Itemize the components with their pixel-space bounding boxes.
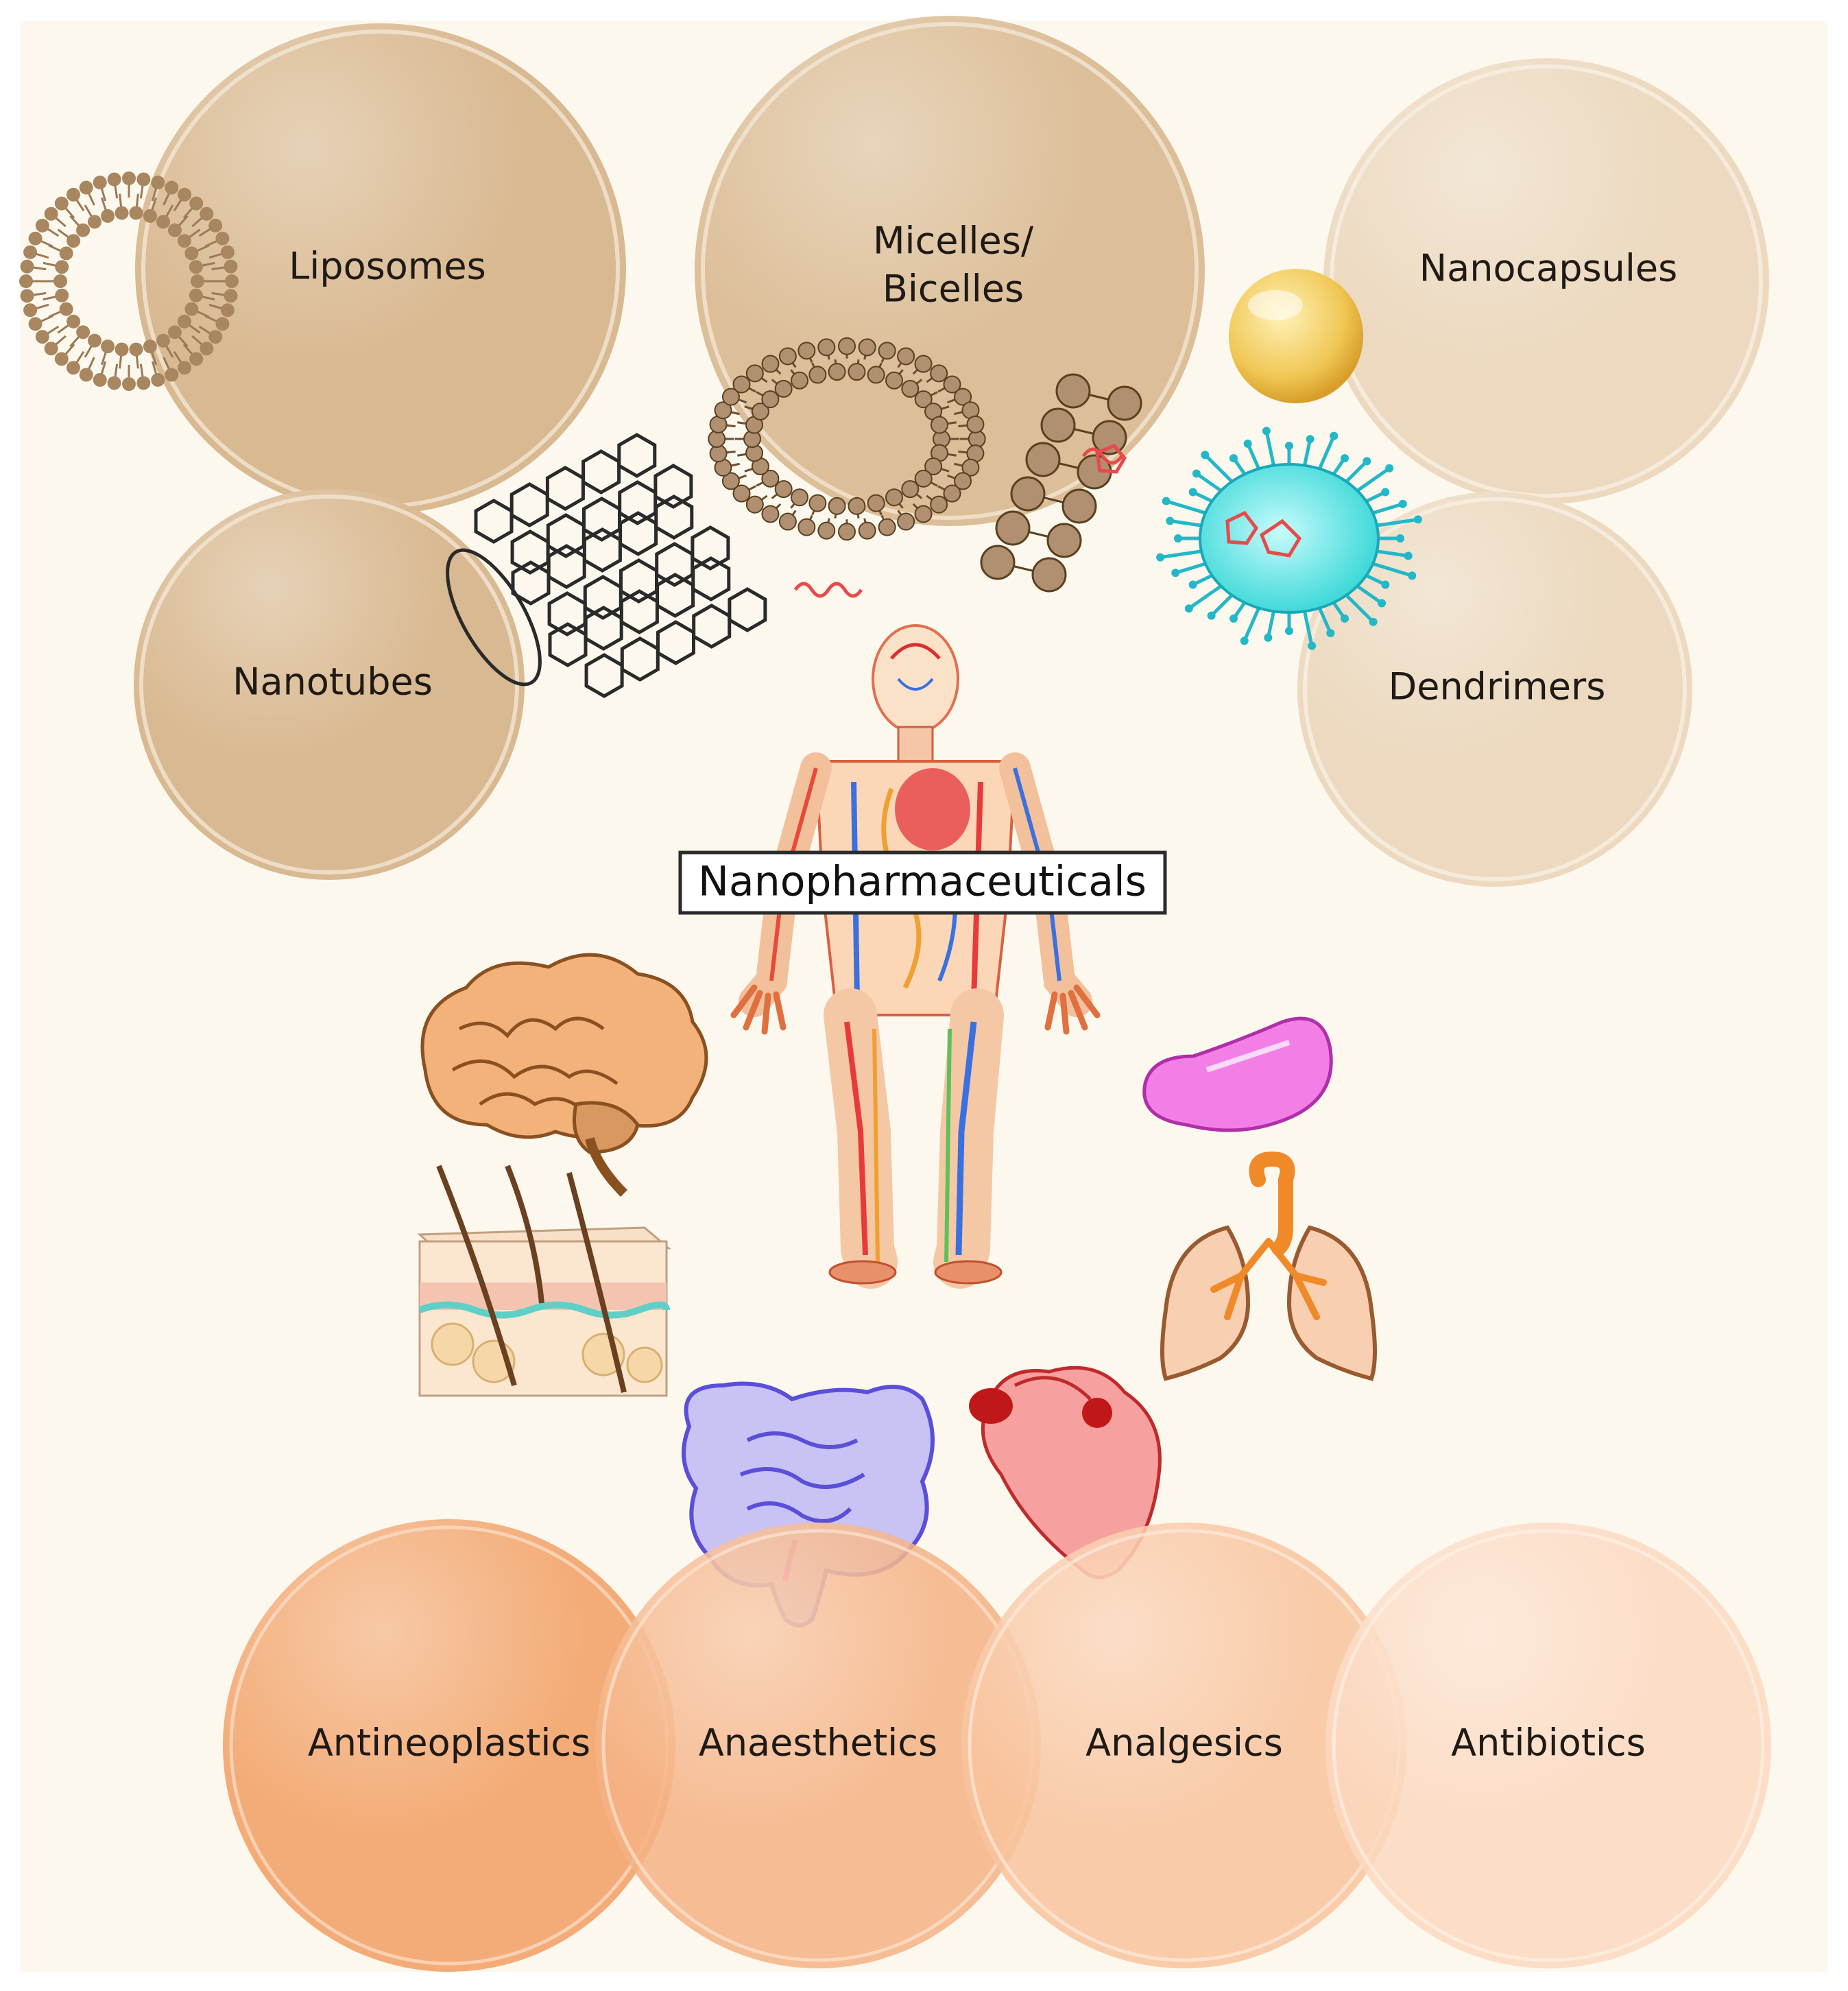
label-nanocapsules: Nanocapsules bbox=[1419, 247, 1678, 290]
label-dendrimers: Dendrimers bbox=[1389, 665, 1606, 708]
liposome-icon bbox=[19, 171, 239, 391]
label-nanotubes: Nanotubes bbox=[232, 660, 433, 704]
drug-circle-antibiotics bbox=[1325, 1523, 1771, 1968]
carrier-nanocapsules bbox=[1323, 58, 1769, 504]
carrier-nanotubes bbox=[134, 489, 525, 880]
drug-circle-analgesics bbox=[961, 1523, 1407, 1968]
label-liposomes: Liposomes bbox=[289, 245, 486, 288]
drug-circle-anaesthetics bbox=[595, 1523, 1041, 1968]
spleen-icon bbox=[1142, 1016, 1333, 1132]
nanocapsule-icon bbox=[1229, 269, 1363, 403]
bicelle-icon bbox=[980, 373, 1142, 593]
heart-icon bbox=[969, 1366, 1162, 1579]
label-analgesics: Analgesics bbox=[1085, 1721, 1283, 1765]
label-micelles-line2: Bicelles bbox=[883, 267, 1024, 311]
carrier-liposomes bbox=[135, 23, 626, 514]
skin-icon bbox=[417, 1165, 671, 1397]
micelle-icon bbox=[708, 337, 986, 541]
title-box: Nanopharmaceuticals bbox=[678, 850, 1167, 915]
dendrimer-icon bbox=[1156, 427, 1422, 650]
title: Nanopharmaceuticals bbox=[698, 858, 1147, 906]
carrier-dendrimers bbox=[1297, 492, 1692, 887]
label-anaesthetics: Anaesthetics bbox=[699, 1721, 937, 1765]
brain-icon bbox=[420, 953, 708, 1197]
nanotube-icon bbox=[446, 433, 767, 698]
label-micelles-line1: Micelles/ bbox=[873, 219, 1034, 263]
drug-molecule-icon bbox=[793, 444, 1259, 598]
drug-circle-antineoplastics bbox=[223, 1519, 675, 1972]
label-antibiotics: Antibiotics bbox=[1451, 1721, 1646, 1765]
lungs-icon bbox=[1160, 1151, 1377, 1381]
label-antineoplastics: Antineoplastics bbox=[308, 1721, 590, 1765]
